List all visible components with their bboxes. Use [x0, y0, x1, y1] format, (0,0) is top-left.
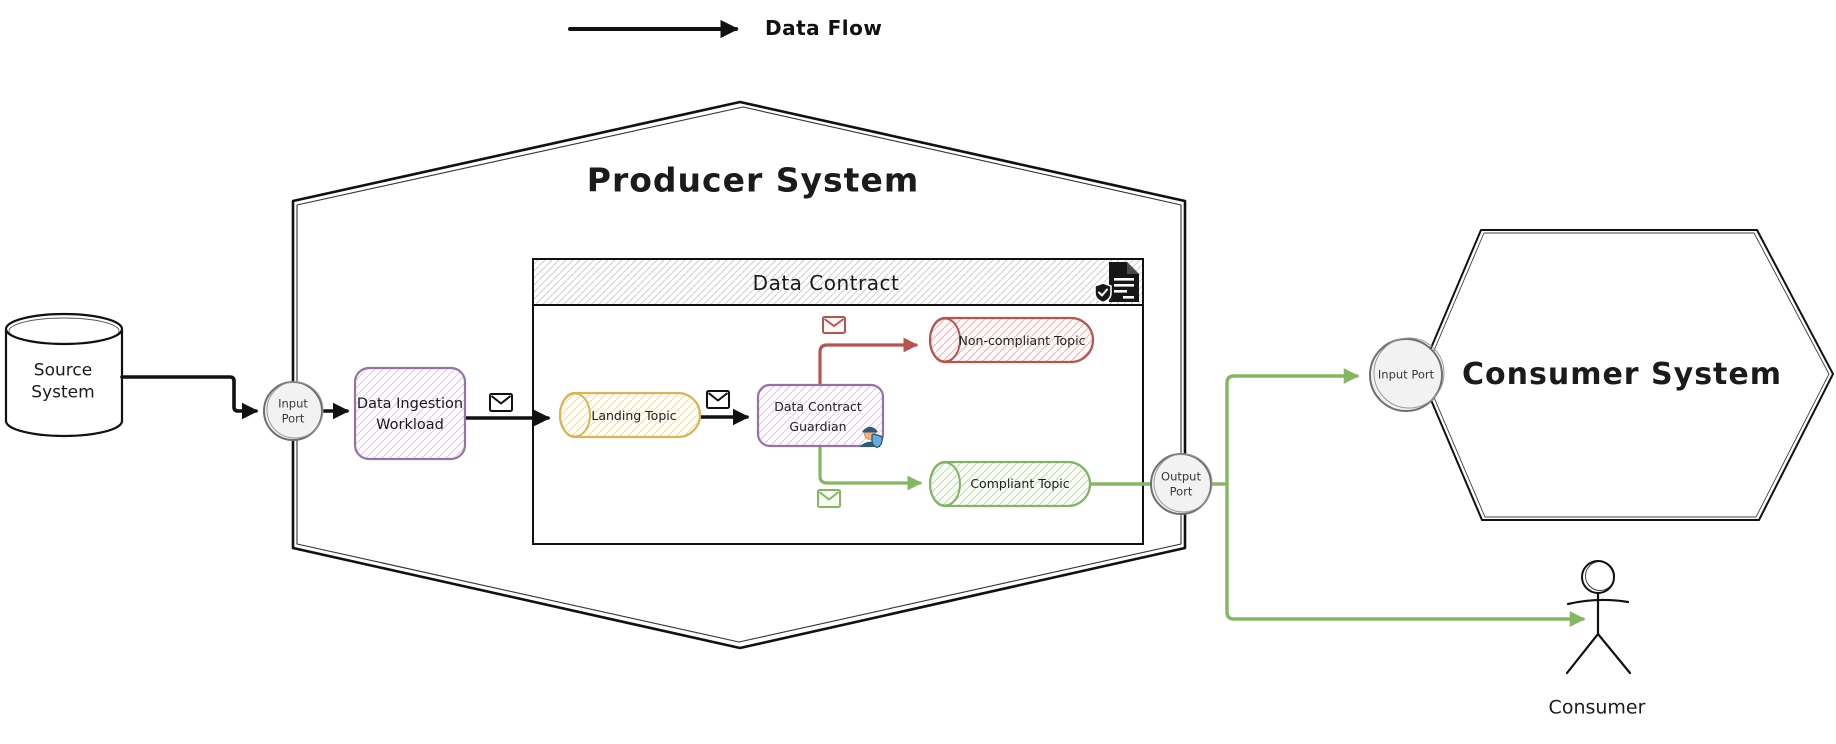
document-shield-icon: [1094, 262, 1139, 304]
consumer-icon: [1565, 560, 1632, 675]
data-contract-guardian-label-line1: Data Contract: [774, 398, 862, 414]
non-compliant-topic-label: Non-compliant Topic: [958, 332, 1086, 348]
output-port-to-consumer-system-arrow: [1225, 368, 1360, 486]
producer-system-hexagon: [291, 100, 1187, 650]
guardian-icon: [860, 426, 883, 449]
data-contract-guardian-label-line2: Guardian: [789, 418, 847, 434]
guardian-to-compliant-arrow: [818, 444, 923, 491]
landing-topic-label: Landing Topic: [591, 407, 677, 423]
envelope-icon: [489, 393, 513, 412]
data-ingestion-workload-box: [353, 366, 467, 461]
guardian-to-non-compliant-arrow: [818, 337, 919, 385]
producer-input-port-label-line1: Input: [278, 396, 308, 411]
non-compliant-topic-cylinder: [928, 316, 1095, 364]
data-flow-label: Data Flow: [765, 16, 883, 40]
consumer-input-port-circle: [1369, 337, 1445, 412]
data-ingestion-workload-label-line1: Data Ingestion: [356, 395, 464, 412]
envelope-icon-red: [822, 316, 846, 334]
envelope-icon: [706, 390, 730, 409]
consumer-label: Consumer: [1548, 696, 1646, 719]
source-system-cylinder: [4, 312, 124, 438]
output-port-to-consumer-arrow: [1225, 482, 1586, 627]
data-contract-guardian-box: [756, 383, 885, 448]
producer-system-title: Producer System: [586, 160, 920, 200]
source-system-label-line2: System: [31, 382, 95, 403]
source-to-input-port-arrow: [120, 375, 259, 420]
consumer-system-title: Consumer System: [1461, 357, 1783, 392]
landing-topic-cylinder: [558, 391, 702, 439]
data-contract-title: Data Contract: [752, 271, 900, 295]
compliant-topic-label: Compliant Topic: [970, 475, 1070, 491]
consumer-system-hexagon: [1419, 229, 1834, 521]
data-ingestion-workload-label-line2: Workload: [376, 416, 444, 433]
compliant-topic-cylinder: [928, 460, 1092, 508]
source-system-label-line1: Source: [33, 360, 93, 381]
envelope-icon-green: [817, 489, 841, 508]
producer-input-port-label-line2: Port: [281, 411, 305, 426]
producer-input-port-circle: [263, 381, 324, 441]
producer-output-port-circle: [1150, 453, 1213, 515]
consumer-input-port-label: Input Port: [1377, 367, 1435, 382]
producer-output-port-label-line2: Port: [1169, 484, 1193, 499]
producer-output-port-label-line1: Output: [1161, 469, 1201, 484]
